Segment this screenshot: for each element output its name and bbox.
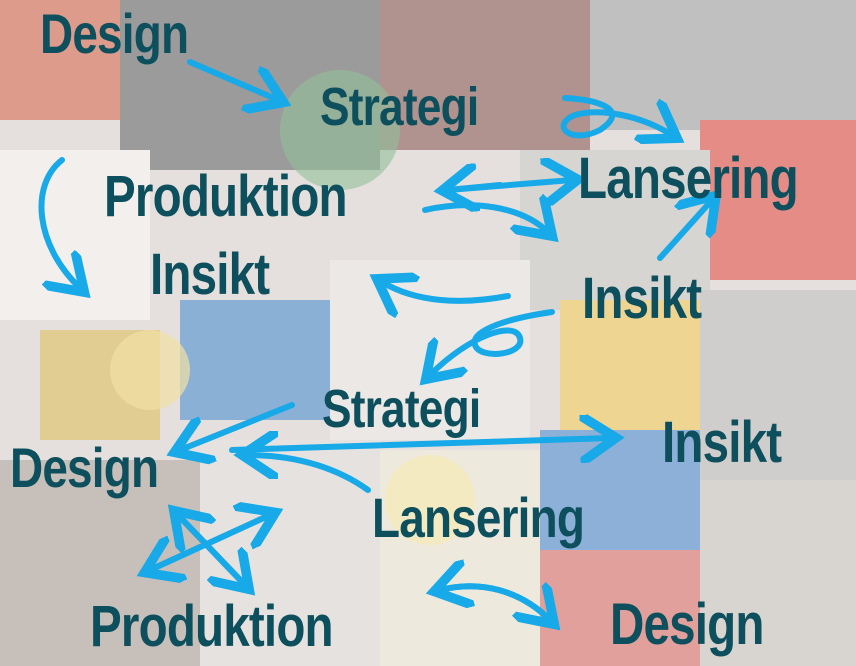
- arrow-bottom-curve-back: [440, 586, 553, 623]
- arrow-design-to-insikt: [229, 438, 610, 450]
- arrow-design-curve-lansering: [248, 455, 371, 493]
- word-lansering-top-right: Lansering: [578, 146, 799, 211]
- arrow-double-2-back: [178, 515, 248, 588]
- word-design-top-left: Design: [40, 2, 189, 65]
- word-design-middle-left: Design: [10, 436, 159, 499]
- arrow-left-curve: [38, 157, 80, 288]
- word-design-bottom-right: Design: [610, 592, 764, 657]
- arrow-insikt-loop-to-strategi: [430, 309, 555, 375]
- arrow-design-to-strategi: [187, 59, 278, 100]
- word-insikt-left: Insikt: [150, 242, 270, 307]
- word-produktion-top: Produktion: [104, 164, 348, 229]
- word-insikt-right: Insikt: [582, 266, 702, 331]
- arrow-produktion-down: [422, 205, 548, 232]
- arrow-produktion-lansering-right: [445, 180, 572, 190]
- word-produktion-bottom: Produktion: [90, 594, 334, 659]
- word-insikt-lower-right: Insikt: [662, 410, 782, 475]
- arrow-strategi-loop-to-lansering: [560, 95, 672, 135]
- arrow-insikt-to-lansering: [657, 200, 712, 261]
- arrow-insikt-curve-left: [382, 282, 511, 301]
- word-strategi-middle: Strategi: [322, 379, 481, 439]
- word-strategi-top: Strategi: [320, 77, 479, 137]
- word-lansering-lower: Lansering: [372, 486, 585, 549]
- arrow-strategi-to-design: [180, 402, 295, 450]
- arrow-double-1-back: [150, 512, 273, 570]
